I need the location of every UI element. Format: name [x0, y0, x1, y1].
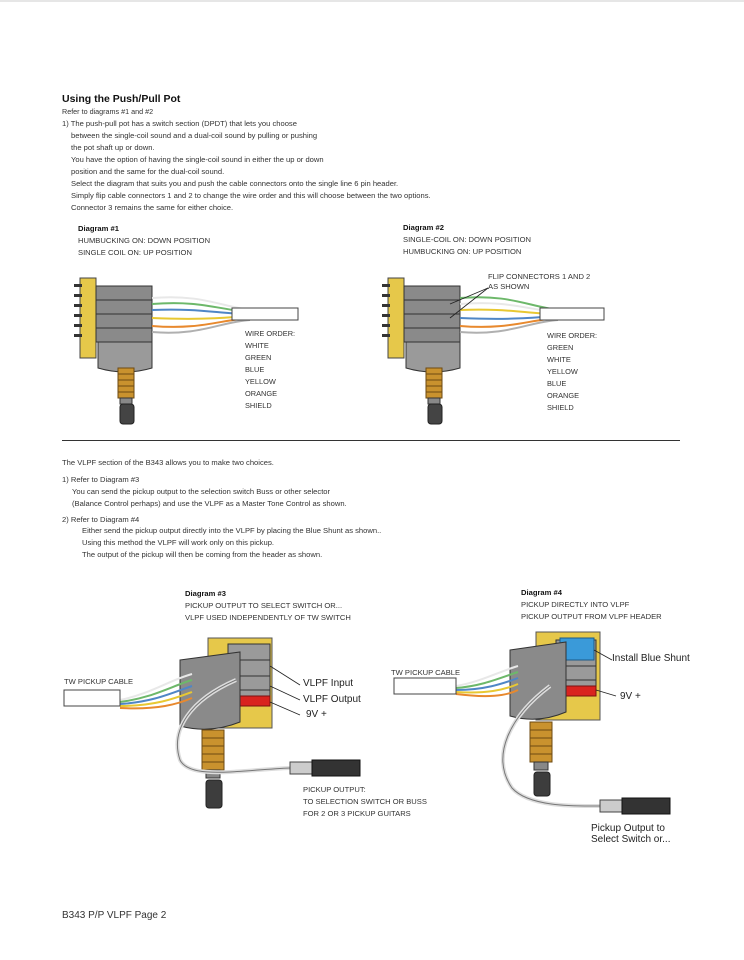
body-line: the pot shaft up or down.	[71, 143, 155, 152]
cable-sheath	[393, 677, 457, 695]
body-line: Using this method the VLPF will work onl…	[82, 538, 275, 547]
wire-item: WHITE	[547, 355, 571, 364]
diagram1-line2: SINGLE COIL ON: UP POSITION	[78, 248, 192, 257]
wire-order-label: WIRE ORDER:	[547, 331, 598, 340]
body-line: (Balance Control perhaps) and use the VL…	[72, 499, 347, 508]
wire-item: WHITE	[245, 341, 269, 350]
wire-item: BLUE	[547, 379, 567, 388]
body-line: You can send the pickup output to the se…	[72, 487, 331, 496]
refer-note: Refer to diagrams #1 and #2	[62, 107, 154, 116]
diagram3-line1: PICKUP OUTPUT TO SELECT SWITCH OR...	[185, 601, 343, 610]
body-line: between the single-coil sound and a dual…	[71, 131, 318, 140]
diagram3-title: Diagram #3	[185, 589, 226, 598]
diagram2-flip-note: AS SHOWN	[488, 282, 530, 291]
diagram1-pot-illustration	[74, 277, 299, 425]
body-line: Connector 3 remains the same for either …	[71, 203, 234, 212]
section-divider	[62, 440, 680, 441]
wire-item: ORANGE	[547, 391, 580, 400]
cable-sheath	[231, 307, 299, 321]
pot-body	[179, 651, 241, 730]
wire-item: YELLOW	[547, 367, 578, 376]
output-header	[311, 759, 361, 777]
pcb-board	[387, 277, 405, 359]
diagram3-output-note: TO SELECTION SWITCH OR BUSS	[303, 797, 427, 806]
diagram4-line1: PICKUP DIRECTLY INTO VLPF	[521, 600, 630, 609]
diagram2-wire-list: WIRE ORDER: GREEN WHITE YELLOW BLUE ORAN…	[547, 330, 597, 414]
cable-sheath	[539, 307, 605, 321]
body-line: Simply flip cable connectors 1 and 2 to …	[71, 191, 431, 200]
diagram3-pot-illustration	[63, 637, 361, 809]
pot-body	[509, 641, 567, 720]
wire-item: ORANGE	[245, 389, 278, 398]
header-pins	[74, 284, 82, 337]
diagram4-output-note: Pickup Output to	[591, 823, 665, 834]
body-line: 1) The push-pull pot has a switch sectio…	[62, 119, 297, 128]
body-line: position and the same for the dual-coil …	[71, 167, 225, 176]
wire-item: GREEN	[245, 353, 272, 362]
diagram4-title: Diagram #4	[521, 588, 562, 597]
page-footer: B343 P/P VLPF Page 2	[62, 910, 167, 921]
top-divider	[0, 0, 744, 2]
wire-item: SHIELD	[245, 401, 272, 410]
diagram4-cable-label: TW PICKUP CABLE	[391, 668, 461, 677]
diagram2-line2: HUMBUCKING ON: UP POSITION	[403, 247, 522, 256]
diagram3-output-note: PICKUP OUTPUT:	[303, 785, 366, 794]
diagram1-wire-list: WIRE ORDER: WHITE GREEN BLUE YELLOW ORAN…	[245, 328, 295, 412]
vlpf-input-label: VLPF Input	[303, 678, 354, 689]
diagram2-line1: SINGLE-COIL ON: DOWN POSITION	[403, 235, 531, 244]
nine-volt-label: 9V +	[620, 691, 641, 702]
diagram4-pot-illustration	[393, 631, 671, 815]
vlpf-intro: The VLPF section of the B343 allows you …	[62, 458, 274, 467]
diagram2-pot-illustration	[382, 277, 605, 425]
wire-order-label: WIRE ORDER:	[245, 329, 296, 338]
diagram4-output-note: Select Switch or...	[591, 834, 671, 845]
choice1-heading: 1) Refer to Diagram #3	[62, 475, 140, 484]
install-blue-shunt-label: Install Blue Shunt	[612, 653, 690, 664]
nine-volt-label: 9V +	[306, 709, 327, 720]
diagram3-cable-label: TW PICKUP CABLE	[64, 677, 134, 686]
body-line: Select the diagram that suits you and pu…	[71, 179, 399, 188]
cable-sheath	[63, 689, 121, 707]
wire-item: SHIELD	[547, 403, 574, 412]
wire-item: BLUE	[245, 365, 265, 374]
diagram3-output-note: FOR 2 OR 3 PICKUP GUITARS	[303, 809, 411, 818]
wire-item: GREEN	[547, 343, 574, 352]
body-line: Either send the pickup output directly i…	[82, 526, 382, 535]
diagram1-line1: HUMBUCKING ON: DOWN POSITION	[78, 236, 211, 245]
diagram3-line2: VLPF USED INDEPENDENTLY OF TW SWITCH	[185, 613, 351, 622]
nine-volt-connector	[563, 685, 597, 697]
diagram2-title: Diagram #2	[403, 223, 444, 232]
body-line: The output of the pickup will then be co…	[82, 550, 323, 559]
wire-item: YELLOW	[245, 377, 276, 386]
header-pins	[382, 284, 390, 337]
vlpf-output-label: VLPF Output	[303, 694, 361, 705]
choice2-heading: 2) Refer to Diagram #4	[62, 515, 140, 524]
pcb-board	[79, 277, 97, 359]
output-header	[621, 797, 671, 815]
diagram4-line2: PICKUP OUTPUT FROM VLPF HEADER	[521, 612, 662, 621]
diagram1-title: Diagram #1	[78, 224, 119, 233]
nine-volt-connector	[235, 695, 271, 707]
diagram2-flip-note: FLIP CONNECTORS 1 AND 2	[488, 272, 591, 281]
section-title: Using the Push/Pull Pot	[62, 93, 181, 105]
body-line: You have the option of having the single…	[71, 155, 324, 164]
